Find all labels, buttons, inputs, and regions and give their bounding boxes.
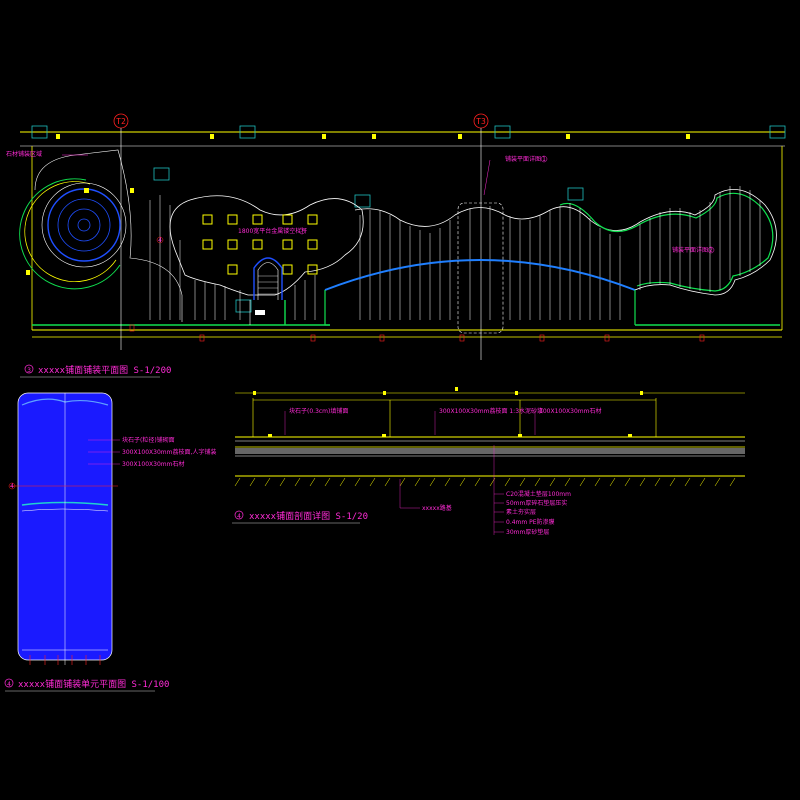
- svg-text:4: 4: [7, 681, 11, 688]
- unit-note-1: 块石子(粒径)铺砌面: [122, 436, 175, 444]
- pavilion-outline: [169, 195, 364, 296]
- wavy-wall-edge: [559, 192, 774, 292]
- section-markers: [31, 125, 786, 313]
- layer-note-3: 素土夯实层: [506, 508, 536, 516]
- marker: [566, 134, 570, 139]
- pavilion-callout: [298, 227, 306, 235]
- callout-top-label: 铺装平面详图: [505, 155, 541, 163]
- marker: [210, 134, 214, 139]
- marker-box: [153, 167, 170, 181]
- callout-right-label: 铺装平面详图: [672, 246, 708, 254]
- bottom-markers: [129, 324, 705, 342]
- earth-hatch: [234, 477, 736, 487]
- marker-box: [239, 125, 256, 139]
- mortar-layer: [235, 448, 745, 454]
- svg-text:3: 3: [27, 367, 31, 374]
- marker: [26, 270, 30, 275]
- unit-bottom-markers: [29, 655, 101, 665]
- section-caption-text: xxxxx铺面剖面详图 S-1/20: [249, 510, 368, 522]
- dimension-ticks: [253, 387, 643, 395]
- marker: [458, 134, 462, 139]
- marker-box: [567, 187, 584, 201]
- top-left-label: 石材铺装区域: [6, 150, 42, 158]
- marker-box: [31, 125, 48, 139]
- section-bottom-label: xxxxx路基: [422, 504, 452, 512]
- unit-caption: 4 xxxxx铺面铺装单元平面图 S-1/100: [4, 678, 169, 692]
- callout-top: 铺装平面详图 1: [483, 155, 548, 196]
- svg-text:1: 1: [542, 156, 546, 163]
- arched-gate: [249, 257, 286, 325]
- plan-caption: 3 xxxxx铺面铺装平面图 S-1/200: [20, 364, 171, 378]
- section-top-note-2: 300X100X30mm荔枝面 1:3水泥砂浆: [439, 407, 543, 415]
- water-channel: [324, 259, 636, 291]
- axis-T2: T2: [113, 113, 129, 350]
- marker: [372, 134, 376, 139]
- unit-caption-text: xxxxx铺面铺装单元平面图 S-1/100: [18, 678, 169, 690]
- svg-text:4: 4: [158, 237, 162, 244]
- axis-T3: T3: [473, 113, 489, 360]
- layer-note-4: 0.4mm PE防渗膜: [506, 518, 555, 526]
- wavy-wall: [354, 188, 777, 296]
- site-plan: T2 T3: [6, 113, 786, 378]
- axis-label-T3: T3: [476, 117, 486, 126]
- marker-box: [769, 125, 786, 139]
- axis-label-T2: T2: [116, 117, 126, 126]
- detail-zone: [457, 202, 504, 334]
- unit-note-3: 300X100X30mm石材: [122, 460, 184, 468]
- marker-box: [494, 125, 511, 139]
- channel-edge-left: [324, 290, 330, 326]
- section-top-note-1: 块石子(0.3cm)填铺面: [289, 407, 348, 415]
- marker: [322, 134, 326, 139]
- layer-note-5: 30mm厚砂垫层: [506, 528, 549, 536]
- layer-note-1: C20混凝土垫层100mm: [506, 490, 571, 498]
- layer-leaders: [494, 493, 504, 533]
- section-top-note-3: 300X100X30mm石材: [539, 407, 601, 415]
- marker: [56, 134, 60, 139]
- boundary-markers: [26, 134, 690, 275]
- plan-caption-text: xxxxx铺面铺装平面图 S-1/200: [38, 364, 171, 376]
- pavilion-windows: [202, 214, 318, 275]
- callout-left: 4: [156, 236, 164, 244]
- layer-note-2: 50mm厚碎石垫层压实: [506, 499, 567, 507]
- section-caption: 4 xxxxx铺面剖面详图 S-1/20: [232, 510, 368, 524]
- section-detail: 块石子(0.3cm)填铺面 300X100X30mm荔枝面 1:3水泥砂浆 30…: [232, 387, 745, 536]
- svg-text:2: 2: [709, 247, 713, 254]
- unit-leaders: [88, 439, 120, 465]
- svg-text:4: 4: [237, 513, 241, 520]
- fountain-surround: [34, 149, 183, 322]
- callout-right: 铺装平面详图 2: [672, 246, 715, 254]
- pavilion-label: 1800宽平台金属镂空栏杆: [238, 227, 307, 235]
- surface-markers: [268, 434, 632, 437]
- wall-hatching: [149, 186, 761, 320]
- unit-note-2: 300X100X30mm荔枝面,人字铺装: [122, 448, 216, 456]
- marker: [130, 188, 134, 193]
- marker-box: [235, 299, 252, 313]
- unit-plan: 4 块石子(粒径)铺砌面 300X100X30mm荔枝面,人字铺装 300X10…: [4, 392, 216, 692]
- circular-fountain: [19, 178, 127, 290]
- unit-section-marker: 4: [10, 483, 14, 490]
- marker: [686, 134, 690, 139]
- marker-box: [354, 194, 371, 208]
